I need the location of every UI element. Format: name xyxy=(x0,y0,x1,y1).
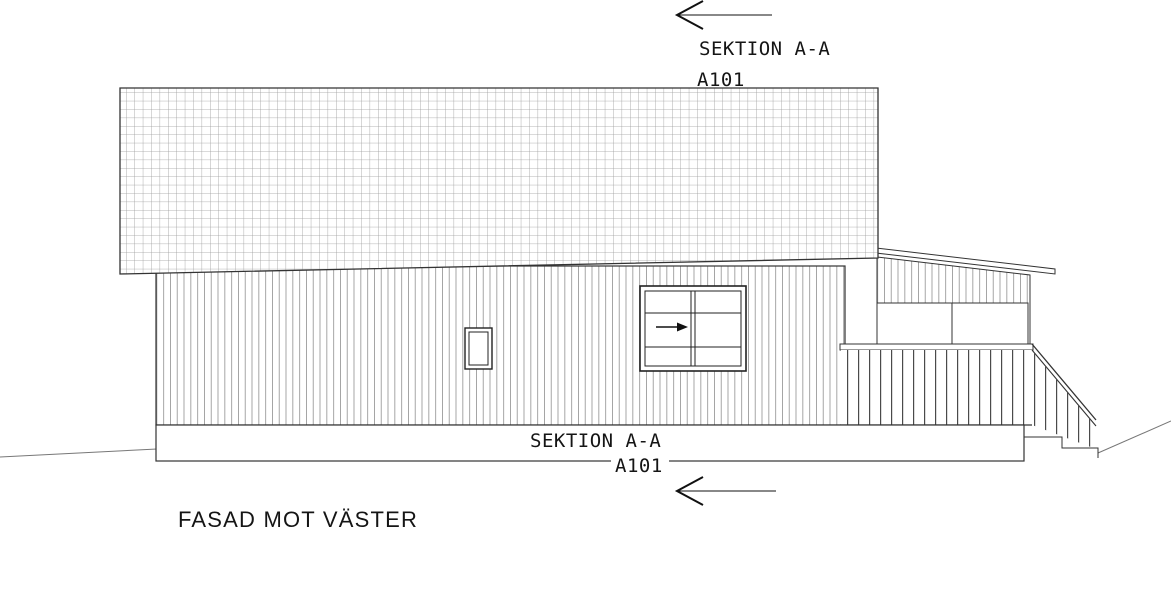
section-label: SEKTION A-A xyxy=(699,38,830,60)
building-elevation xyxy=(119,87,1099,462)
drawing-title: FASAD MOT VÄSTER xyxy=(178,507,418,532)
porch xyxy=(875,247,1056,346)
railing-top-rail xyxy=(839,343,1034,351)
stair-balusters xyxy=(1032,350,1096,449)
ground xyxy=(0,420,1171,458)
ground-line-right xyxy=(1097,420,1171,454)
ground-line-left xyxy=(0,448,158,458)
large-window xyxy=(639,285,747,372)
section-label: SEKTION A-A xyxy=(530,430,661,452)
section-marker-top: SEKTION A-A A101 xyxy=(674,0,830,91)
deck-railing xyxy=(839,343,1034,426)
small-window xyxy=(464,327,493,370)
sheet-label: A101 xyxy=(615,455,663,477)
roof-hatch xyxy=(119,87,879,275)
sheet-label: A101 xyxy=(697,69,745,91)
roof xyxy=(119,87,879,275)
section-marker-bottom: SEKTION A-A A101 xyxy=(523,429,776,506)
stairs xyxy=(1024,436,1099,458)
opening-direction-arrow-icon xyxy=(656,322,688,332)
railing-balusters xyxy=(841,350,1032,425)
stair-railing xyxy=(1031,343,1097,449)
